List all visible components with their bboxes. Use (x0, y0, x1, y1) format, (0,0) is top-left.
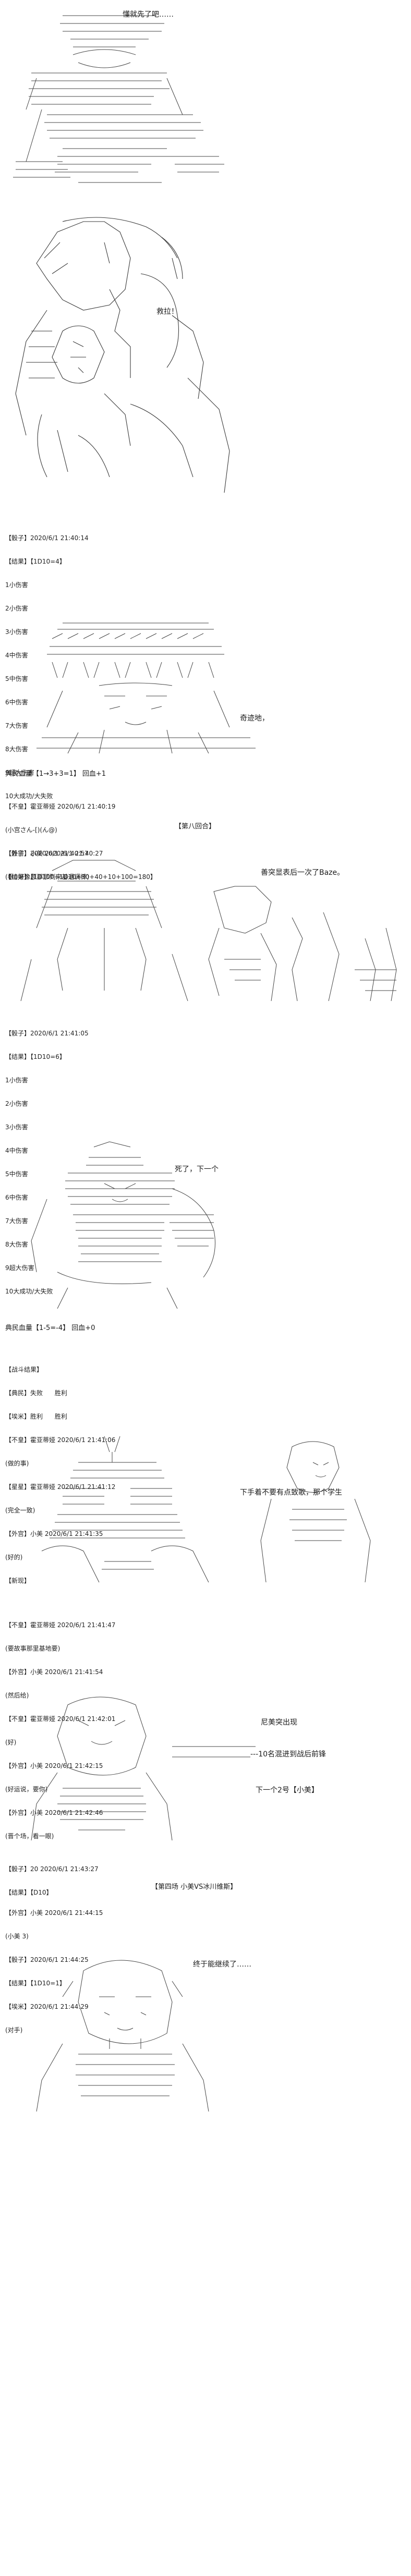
log-line: (好的) (5, 1554, 23, 1561)
log-line: 2小伤害 (5, 1100, 28, 1107)
log-line: (小宫さん-[)(ん@) (5, 826, 57, 834)
log-line: 【埃米】胜利 胜利 (5, 1413, 67, 1420)
dice-log: 【骰子】2020/6/1 21:41:05 【结果】【1D10=6】 1小伤害 … (5, 1014, 89, 1311)
chat-log: 【外宫】小美 2020/6/1 21:44:15 (小美 3) 【骰子】2020… (5, 1894, 103, 2050)
log-line: 【结果】【1D10=6】 (5, 1053, 66, 1060)
dice-log: 【骰子】2020/6/1 21:40:14 【结果】【1D10=4】 1小伤害 … (5, 519, 89, 816)
match-title: 【第四场 小美VS冰川维斯】 (151, 1883, 237, 1891)
dice-log: 【骰子】2020/6/1 21:40:57 【结果】【1D100+1D10+30… (5, 834, 156, 897)
dice-log: 【骰子】20 2020/6/1 21:43:27 【结果】【D10】 (5, 1850, 99, 1912)
ascii-art-drawing (31, 1696, 256, 1841)
chat-log: 【不皇】霍亚蒂娅 2020/6/1 21:40:19 (小宫さん-[)(ん@) … (5, 787, 115, 897)
log-line: 8大伤害 (5, 746, 28, 753)
ascii-art-figure (0, 206, 411, 508)
speech-text: 奇迹地， (240, 714, 269, 723)
log-line: (根0好像原那那到来基通调棒) (5, 873, 89, 881)
battle-result-log: 【战斗结果】 【典民】失败 胜利 【埃米】胜利 胜利 【不皇】霍亚蒂娅 2020… (5, 1350, 115, 1601)
log-line: (要故事那里基地要) (5, 1645, 61, 1652)
ascii-art-figure (0, 855, 411, 1011)
speech-line: 下一个2号【小美】 (256, 1786, 319, 1794)
speech-line: 尼美突出现 (261, 1718, 297, 1727)
log-line: 9超大伤害 (5, 769, 34, 776)
ascii-art-drawing (41, 1436, 371, 1583)
log-line: 4中伤害 (5, 1147, 28, 1154)
log-line: 10大成功/大失败 (5, 1288, 53, 1295)
log-line: 【外宫】小美 2020/6/1 21:42:15 (5, 1762, 103, 1769)
log-line: (完全一致) (5, 1507, 35, 1514)
log-line: (好) (5, 1739, 17, 1746)
log-line: 1小伤害 (5, 581, 28, 589)
ascii-art-drawing (13, 15, 224, 183)
ascii-art-figure (0, 1137, 411, 1314)
log-line: 【骰子】2020/6/1 21:40:14 (5, 534, 89, 542)
log-line: 3小伤害 (5, 628, 28, 636)
round-title: 【第八回合】 (175, 823, 216, 831)
log-line: 【外宫】小美 2020/6/1 21:42:46 (5, 1809, 103, 1816)
speech-text: 终于能继续了…… (193, 1960, 251, 1969)
speech-text: 尼美突出现 ---10名混进到战后前锋 下一个2号【小美】 (250, 1701, 326, 1813)
log-line: (对手) (5, 2026, 23, 2034)
speech-line: ---10名混进到战后前锋 (250, 1750, 326, 1759)
log-line: 8大伤害 (5, 1241, 28, 1248)
ascii-art-figure (0, 1689, 411, 1846)
ascii-art-figure (0, 618, 411, 764)
log-line: 【外宫】小美 2020/6/1 21:41:35 (5, 1530, 103, 1537)
log-line: 【外宫】小美 2020/6/1 21:41:54 (5, 1668, 103, 1676)
ascii-art-figure (0, 1950, 411, 2117)
log-line: 【不皇】霍亚蒂娅 2020/6/1 21:41:47 (5, 1621, 116, 1629)
speech-text: 下手着不要有点致歌，那个学生 (240, 1488, 342, 1497)
log-line: (好运说，要你) (5, 1786, 48, 1793)
speech-text: 善突显表后一次了Baze。 (261, 869, 345, 877)
speech-text: 懂就先了吧…… (123, 10, 174, 19)
log-line: (做的事) (5, 1460, 29, 1467)
log-line: 4中伤害 (5, 652, 28, 659)
log-line: 5中伤害 (5, 675, 28, 682)
ascii-art-drawing (36, 1960, 209, 2112)
log-line: 1小伤害 (5, 1077, 28, 1084)
ascii-art-figure (0, 5, 411, 193)
log-line: 2小伤害 (5, 605, 28, 612)
ascii-art-drawing (31, 1141, 215, 1309)
log-line: 【结果】【1D10=4】 (5, 558, 66, 565)
log-line: 【外宫】小美 2020/6/1 21:44:15 (5, 1909, 103, 1916)
chat-log: 【不皇】霍亚蒂娅 2020/6/1 21:41:47 (要故事那里基地要) 【外… (5, 1606, 115, 1856)
log-line: 【不皇】霍亚蒂娅 2020/6/1 21:40:19 (5, 803, 116, 810)
speech-text: 救拉！ (156, 308, 178, 316)
log-line: 【埃米】2020/6/1 21:44:29 (5, 2003, 89, 2010)
log-line: (晋个场，看一眼) (5, 1833, 54, 1840)
log-line: 6中伤害 (5, 1194, 28, 1201)
log-line: 7大伤害 (5, 1217, 28, 1225)
log-line: 【结果】【1D10=1】 (5, 1980, 66, 1987)
hp-caption: 典民血量【1→3+3=1】 回血+1 (5, 770, 106, 778)
log-line: 【骰子】2020/6/1 21:44:25 (5, 1956, 89, 1963)
ascii-art-drawing (20, 860, 397, 1002)
log-line: (然后给) (5, 1692, 29, 1699)
log-line: 5中伤害 (5, 1170, 28, 1178)
log-line: 【骰子】2020/6/1 21:40:57 (5, 850, 89, 857)
log-line: 【战斗结果】 (5, 1366, 43, 1373)
ascii-art-drawing (15, 217, 230, 493)
log-line: 10大成功/大失败 (5, 792, 53, 800)
log-line: 【骰子】2020/6/1 21:41:05 (5, 1030, 89, 1037)
log-line: (小美 3) (5, 1933, 29, 1940)
log-line: 【结果】【D10】 (5, 1889, 53, 1896)
log-line: 【典民】失败 胜利 (5, 1389, 67, 1397)
log-line: 【不皇】霍亚蒂娅 2020/6/1 21:41:06 (5, 1436, 116, 1444)
log-line: 7大伤害 (5, 722, 28, 729)
log-line: 【新现】 (5, 1577, 31, 1584)
log-line: 【骰子】20 2020/6/1 21:43:27 (5, 1865, 99, 1873)
log-line: 9超大伤害 (5, 1264, 34, 1272)
ascii-art-drawing (37, 622, 256, 754)
log-line: 【外宫】小美 2020/6/1 21:40:27 (5, 850, 103, 857)
hp-caption: 典民血量【1-5=-4】 回血+0 (5, 1324, 95, 1332)
speech-text: 死了，下一个 (175, 1165, 219, 1174)
ascii-art-figure (0, 1431, 411, 1593)
log-line: 【结果】【1D100+1D10+30+40+10+100=180】 (5, 873, 156, 881)
log-line: 3小伤害 (5, 1124, 28, 1131)
log-line: 6中伤害 (5, 699, 28, 706)
